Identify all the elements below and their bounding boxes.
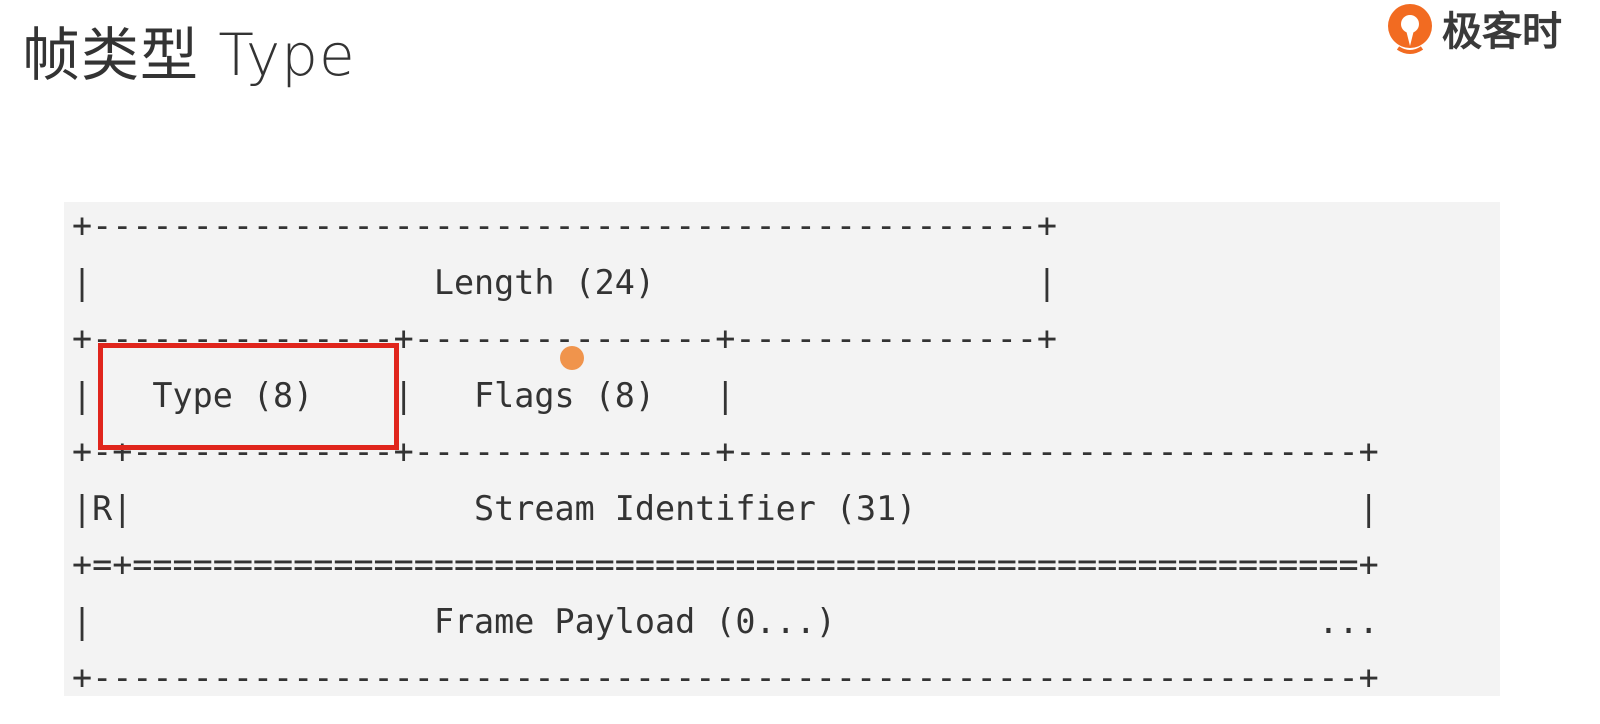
frame-border-type-flags: +-+-------------+---------------+-------… — [72, 432, 1379, 471]
frame-payload-row: | Frame Payload (0...) ... — [72, 602, 1379, 641]
type-field-highlight — [98, 343, 399, 450]
geektime-logo-icon — [1388, 4, 1432, 54]
frame-border-header-end: +=+=====================================… — [72, 545, 1379, 584]
brand: 极客时 — [1384, 0, 1562, 56]
slide-title: 帧类型 Type — [22, 21, 356, 89]
stream-identifier-field-row: |R| Stream Identifier (31) | — [72, 489, 1379, 528]
frame-border-bottom: +---------------------------------------… — [72, 658, 1379, 697]
brand-name: 极客时 — [1442, 9, 1562, 55]
length-field-row: | Length (24) | — [72, 263, 1058, 302]
pointer-dot — [560, 346, 584, 370]
frame-border-top: +---------------------------------------… — [72, 206, 1058, 245]
